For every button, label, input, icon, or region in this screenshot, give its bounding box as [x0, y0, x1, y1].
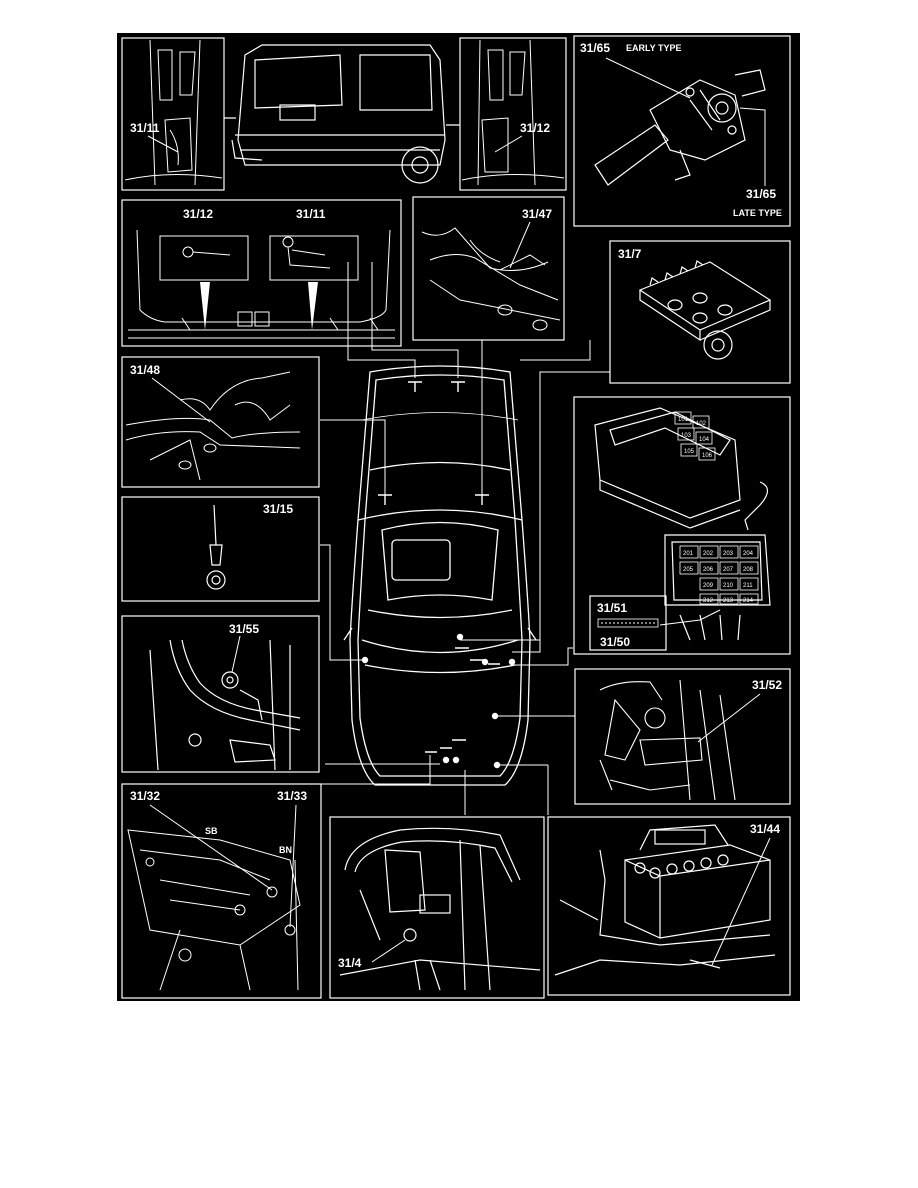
label-31-51: 31/51	[597, 601, 627, 615]
panel-31-55: 31/55	[121, 615, 320, 773]
label-31-7: 31/7	[618, 247, 642, 261]
panel-31-11: 31/11	[121, 37, 225, 191]
panel-31-32-31-33: 31/32 31/33 SB BN	[121, 783, 322, 999]
fuse-label: 105	[684, 449, 695, 455]
label-31-52: 31/52	[752, 678, 782, 692]
label-31-55: 31/55	[229, 622, 259, 636]
label-31-11-b: 31/11	[296, 207, 326, 221]
fuse-label: 104	[699, 437, 710, 443]
ground-symbols	[361, 381, 516, 769]
panel-31-48: 31/48	[121, 356, 320, 488]
fuse-label: 101	[678, 417, 689, 423]
panel-31-44: 31/44	[547, 816, 791, 996]
fuse-label: 102	[696, 421, 707, 427]
panel-31-7: 31/7	[609, 240, 791, 384]
label-31-12-b: 31/12	[183, 207, 213, 221]
label-31-15: 31/15	[263, 502, 293, 516]
fuse-label: 202	[703, 551, 714, 557]
fuse-label: 214	[743, 598, 754, 604]
fuse-label: 212	[703, 598, 714, 604]
car-rear-illustration	[224, 44, 460, 184]
fuse-label: 206	[703, 567, 714, 573]
panel-fuse-box-31-51-31-50: 101 102 103 104 105 106 201 202 203 20	[573, 396, 791, 655]
label-31-47: 31/47	[522, 207, 552, 221]
panel-31-52: 31/52	[574, 668, 791, 805]
label-31-44: 31/44	[750, 822, 780, 836]
fuse-label: 208	[743, 567, 754, 573]
panel-31-47: 31/47	[412, 196, 565, 341]
connector-lines	[320, 262, 610, 815]
panel-rear-floor-grounds: 31/12 31/11	[121, 199, 402, 347]
label-31-12: 31/12	[520, 121, 550, 135]
label-31-33: 31/33	[277, 789, 307, 803]
label-early-type: EARLY TYPE	[626, 43, 682, 53]
fuse-label: 213	[723, 598, 734, 604]
fuse-label: 209	[703, 583, 714, 589]
label-31-50: 31/50	[600, 635, 630, 649]
label-31-32: 31/32	[130, 789, 160, 803]
fuse-label: 106	[702, 453, 713, 459]
fuse-label: 205	[683, 567, 694, 573]
label-31-48: 31/48	[130, 363, 160, 377]
diagram-background	[117, 33, 800, 1001]
label-late-type: LATE TYPE	[733, 208, 782, 218]
lower-fuse-grid: 201 202 203 204 205 206 207 208 209 210 …	[679, 545, 759, 605]
label-31-4: 31/4	[338, 956, 362, 970]
fuse-label: 203	[723, 551, 734, 557]
panel-31-15: 31/15	[121, 496, 320, 602]
panel-31-4: 31/4	[329, 816, 545, 999]
fuse-label: 211	[743, 583, 753, 589]
fuse-label: 207	[723, 567, 734, 573]
fuse-label: 204	[743, 551, 754, 557]
panel-31-12: 31/12	[459, 37, 567, 191]
fuse-label: 201	[683, 551, 694, 557]
label-bn: BN	[279, 845, 292, 855]
label-31-11: 31/11	[130, 121, 160, 135]
car-top-view	[343, 365, 537, 786]
label-31-65-early: 31/65	[580, 41, 610, 55]
fuse-label: 210	[723, 583, 734, 589]
panel-31-65: 31/65 EARLY TYPE 31/65 LATE TYPE	[573, 35, 791, 227]
fuse-label: 103	[681, 433, 692, 439]
upper-fuse-grid: 101 102 103 104 105 106	[674, 411, 716, 461]
label-sb: SB	[205, 826, 218, 836]
label-31-65-late: 31/65	[746, 187, 776, 201]
